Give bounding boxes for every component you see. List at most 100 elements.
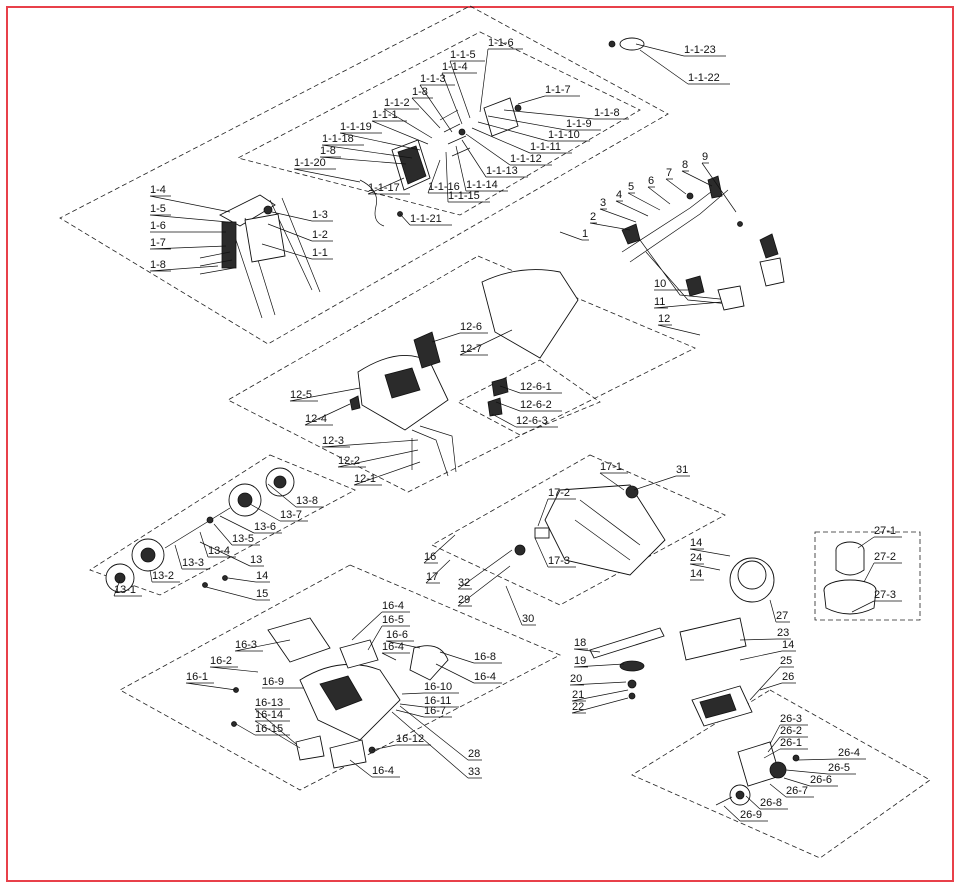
callout-label: 12-7 bbox=[460, 343, 482, 355]
callout-label: 1-1-13 bbox=[486, 165, 518, 177]
callout-leader-line bbox=[267, 483, 324, 508]
callout-label: 12-6-1 bbox=[520, 381, 552, 393]
callout-layer: 1-1-61-1-51-1-41-1-31-81-1-21-1-11-1-191… bbox=[113, 37, 902, 822]
callout-leader-line bbox=[113, 579, 142, 597]
callout-leader-line bbox=[349, 759, 400, 778]
callout-label: 27-2 bbox=[874, 551, 896, 563]
callout-label: 16-11 bbox=[424, 695, 451, 707]
callout-label: 1-1-5 bbox=[450, 49, 476, 61]
callout-leader-line bbox=[149, 569, 180, 583]
callout-label: 10 bbox=[654, 278, 666, 290]
callout-leader-line bbox=[599, 472, 628, 491]
callout-label: 4 bbox=[616, 189, 622, 201]
callout-label: 16-6 bbox=[386, 629, 408, 641]
callout-leader-line bbox=[589, 222, 631, 231]
callout-leader-line bbox=[635, 43, 726, 57]
callout-leader-line bbox=[391, 711, 482, 779]
callout-label: 12-6-3 bbox=[516, 415, 548, 427]
callout-leader-line bbox=[385, 640, 421, 649]
callout-leader-line bbox=[863, 562, 902, 583]
callout-leader-line bbox=[439, 651, 502, 664]
callout-leader-line bbox=[419, 84, 455, 133]
callout-label: 26-9 bbox=[740, 809, 762, 821]
callout-label: 12-4 bbox=[305, 413, 327, 425]
callout-label: 9 bbox=[702, 151, 708, 163]
callout-leader-line bbox=[209, 666, 259, 673]
group-outline-wheels bbox=[89, 454, 356, 596]
callout-label: 1-8 bbox=[320, 145, 336, 157]
callout-leader-line bbox=[657, 324, 701, 336]
switch-box-drawing bbox=[359, 97, 522, 227]
callout-label: 1-1-16 bbox=[428, 181, 460, 193]
callout-label: 1-1-1 bbox=[372, 109, 398, 121]
callout-label: 5 bbox=[628, 181, 634, 193]
group-outline-cover bbox=[119, 564, 561, 791]
callout-leader-line bbox=[723, 805, 768, 822]
callout-leader-line bbox=[471, 127, 572, 154]
callout-leader-line bbox=[627, 192, 661, 211]
callout-label: 1-1-12 bbox=[510, 153, 542, 165]
callout-label: 26-7 bbox=[786, 785, 808, 797]
callout-leader-line bbox=[149, 265, 219, 272]
callout-leader-line bbox=[261, 243, 333, 260]
motor-cover-drawing bbox=[823, 541, 877, 615]
callout-label: 16-4 bbox=[382, 641, 404, 653]
callout-leader-line bbox=[459, 329, 513, 356]
callout-label: 1-1-14 bbox=[466, 179, 498, 191]
callout-label: 1-1-23 bbox=[684, 44, 716, 56]
callout-label: 26-8 bbox=[760, 797, 782, 809]
callout-label: 26-6 bbox=[810, 774, 832, 786]
callout-label: 14 bbox=[690, 537, 702, 549]
group-outline-motor-cover bbox=[814, 531, 921, 621]
group-outline-deck bbox=[431, 454, 726, 606]
callout-leader-line bbox=[537, 498, 576, 527]
group-outline-handle-assembly bbox=[59, 5, 669, 345]
callout-leader-line bbox=[149, 214, 229, 223]
handle-assembly-drawing bbox=[199, 194, 321, 319]
callout-label: 30 bbox=[522, 613, 534, 625]
height-adjust-drawing bbox=[715, 741, 800, 806]
callout-label: 23 bbox=[777, 627, 789, 639]
callout-label: 13 bbox=[250, 554, 262, 566]
callout-leader-line bbox=[681, 170, 713, 187]
callout-label: 18 bbox=[574, 637, 586, 649]
callout-label: 16-8 bbox=[474, 651, 496, 663]
callout-leader-line bbox=[487, 115, 601, 131]
red-frame bbox=[6, 6, 954, 882]
callout-label: 1-1-7 bbox=[545, 84, 571, 96]
callout-label: 16-15 bbox=[255, 723, 283, 735]
callout-leader-line bbox=[573, 648, 601, 653]
callout-label: 13-8 bbox=[296, 495, 318, 507]
callout-label: 15 bbox=[256, 588, 268, 600]
callout-leader-line bbox=[517, 95, 580, 105]
callout-leader-line bbox=[759, 682, 796, 691]
callout-leader-line bbox=[149, 195, 231, 213]
callout-leader-line bbox=[383, 108, 433, 139]
callout-leader-line bbox=[249, 503, 308, 522]
callout-leader-line bbox=[505, 585, 536, 626]
callout-label: 3 bbox=[600, 197, 606, 209]
callout-leader-line bbox=[739, 650, 796, 661]
callout-leader-line bbox=[797, 758, 866, 761]
callout-leader-line bbox=[495, 401, 562, 412]
callout-label: 1-8 bbox=[150, 259, 166, 271]
callout-label: 1-1-17 bbox=[368, 182, 400, 194]
callout-leader-line bbox=[399, 703, 459, 708]
callout-label: 8 bbox=[682, 159, 688, 171]
callout-leader-line bbox=[435, 663, 502, 684]
callout-leader-line bbox=[571, 697, 629, 714]
callout-leader-line bbox=[381, 652, 410, 661]
callout-label: 1-1-3 bbox=[420, 73, 446, 85]
callout-leader-line bbox=[491, 413, 558, 428]
cover-drawing bbox=[231, 617, 449, 769]
callout-label: 16-14 bbox=[255, 709, 283, 721]
callout-label: 13-7 bbox=[280, 509, 302, 521]
callout-leader-line bbox=[353, 461, 421, 486]
callout-leader-line bbox=[749, 666, 794, 701]
callout-label: 31 bbox=[676, 464, 688, 476]
callout-leader-line bbox=[477, 121, 590, 142]
callout-leader-line bbox=[219, 515, 282, 534]
callout-leader-line bbox=[351, 611, 410, 641]
callout-leader-line bbox=[457, 549, 513, 590]
callout-label: 28 bbox=[468, 748, 480, 760]
